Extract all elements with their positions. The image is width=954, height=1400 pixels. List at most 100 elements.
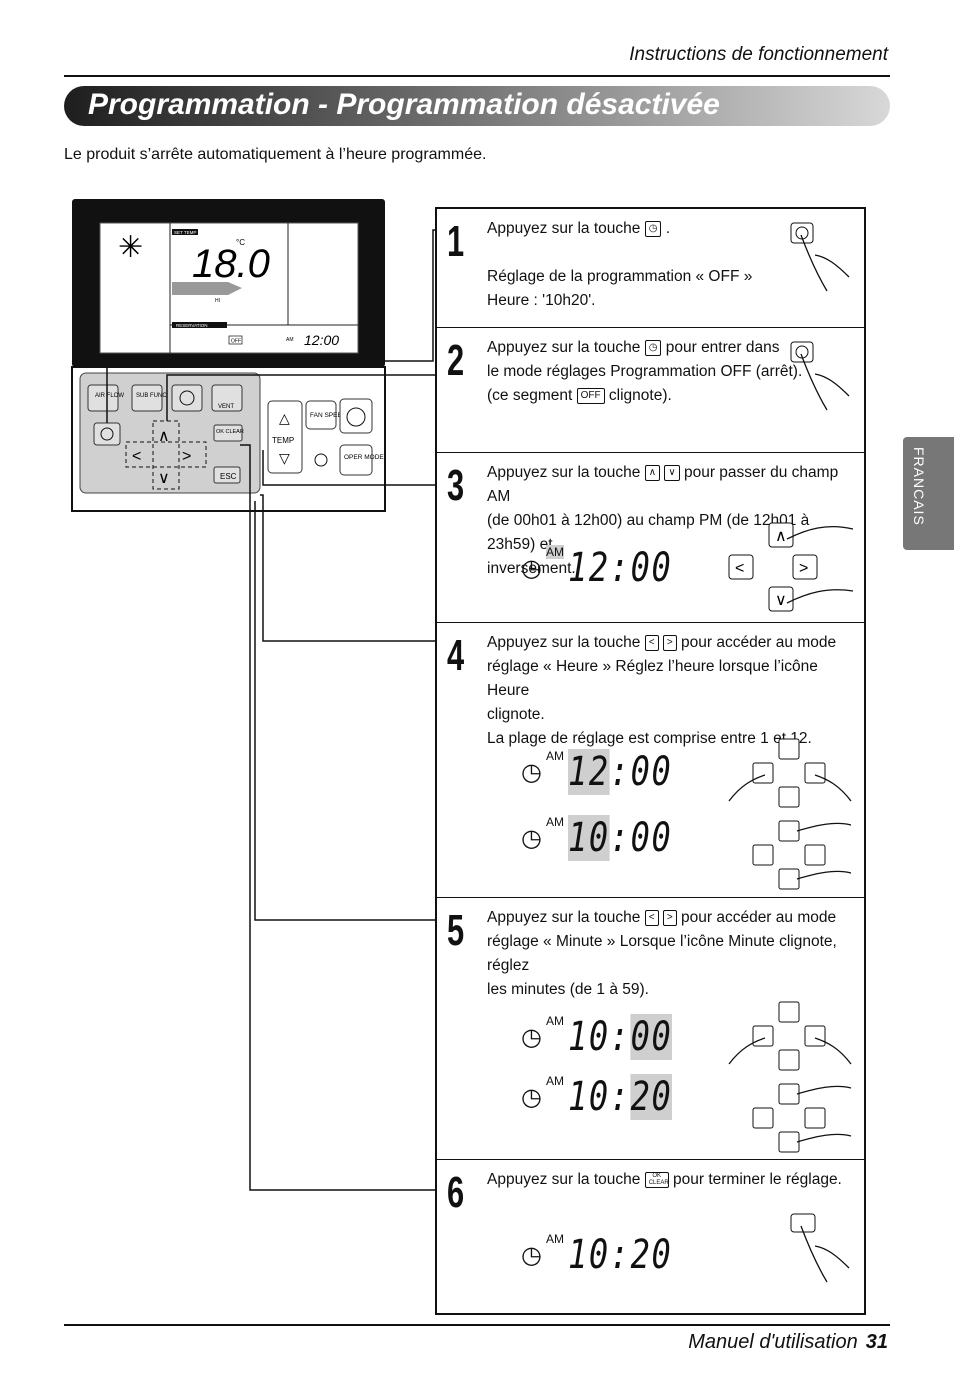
step-instruction: Appuyez sur la touche xyxy=(487,634,641,651)
down-arrow-icon: ∨ xyxy=(158,470,170,487)
step-detail: réglage « Heure » Réglez l’heure lorsque… xyxy=(487,658,818,699)
step-instruction-end: pour passer du champ AM xyxy=(487,464,839,505)
language-tab: FRANCAIS xyxy=(903,437,954,550)
step-instruction-end: pour entrer dans xyxy=(665,339,780,356)
manual-name: Manuel d'utilisation xyxy=(688,1331,858,1353)
step-text: Appuyez sur la touche ◷ . Réglage de la … xyxy=(487,217,857,313)
step-detail: les minutes (de 1 à 59). xyxy=(487,981,649,998)
lcd-reservation-label: RESERVATION xyxy=(176,323,208,328)
power-icon xyxy=(346,407,366,427)
arrow-keys-icon xyxy=(728,1001,852,1153)
hour-digits: 10 xyxy=(567,815,610,861)
step-instruction: Appuyez sur la touche xyxy=(487,464,641,481)
step-detail-end: clignote). xyxy=(608,387,672,404)
temp-button-label: TEMP xyxy=(272,436,294,445)
am-indicator: AM xyxy=(545,1232,564,1246)
step-detail: La plage de réglage est comprise entre 1… xyxy=(487,730,812,747)
time-display: ◷ AM 12:00 xyxy=(521,749,698,795)
am-indicator: AM xyxy=(545,1014,564,1028)
up-arrow-icon: ∧ xyxy=(158,428,170,445)
left-arrow-icon: < xyxy=(132,448,141,465)
svg-text:∧: ∧ xyxy=(775,528,787,545)
clock-icon: ◷ xyxy=(521,554,542,582)
gear-icon xyxy=(179,390,195,406)
step-6: 6 Appuyez sur la touche OK CLEAR pour te… xyxy=(437,1160,864,1315)
step-number: 6 xyxy=(447,1168,465,1217)
step-detail: le mode réglages Programmation OFF (arrê… xyxy=(487,363,803,380)
step-1: 1 Appuyez sur la touche ◷ . Réglage de l… xyxy=(437,209,864,328)
title-bar xyxy=(64,86,890,126)
am-indicator: AM xyxy=(545,749,564,763)
clock-icon: ◷ xyxy=(521,1023,542,1051)
oper-mode-button-label: OPER MODE xyxy=(344,454,384,461)
time-display: ◷ AM 1210:00 xyxy=(521,815,698,861)
step-detail: Heure : '10h20'. xyxy=(487,292,596,309)
airflow-button-label: AIR FLOW xyxy=(95,393,124,399)
step-text: Appuyez sur la touche ∧ ∨ pour passer du… xyxy=(487,461,857,581)
arrow-keys-icon: ∧ < > ∨ xyxy=(728,522,854,612)
step-instruction-end: pour accéder au mode xyxy=(681,909,837,926)
time-digits: 10:20 xyxy=(567,1232,673,1278)
hand-pressing-icon xyxy=(790,222,850,292)
am-indicator: AM xyxy=(545,815,564,829)
steps-panel: 1 Appuyez sur la touche ◷ . Réglage de l… xyxy=(435,207,866,1315)
step-2: 2 Appuyez sur la touche ◷ pour entrer da… xyxy=(437,328,864,453)
svg-text:∨: ∨ xyxy=(775,592,787,609)
step-instruction: Appuyez sur la touche xyxy=(487,909,641,926)
step-number: 2 xyxy=(447,336,465,385)
step-number: 5 xyxy=(447,906,465,955)
timer-icon xyxy=(100,427,114,441)
am-indicator: AM xyxy=(545,545,564,559)
page-number: 31 xyxy=(865,1331,888,1353)
ok-clear-button-label: OK CLEAR xyxy=(216,429,244,435)
hour-digits: 10: xyxy=(567,1074,631,1120)
clock-icon: ◷ xyxy=(521,1241,542,1269)
footer-divider xyxy=(64,1324,890,1326)
vent-button-label: VENT xyxy=(218,404,234,410)
snowflake-icon: ✳ xyxy=(118,231,143,264)
page-footer: Manuel d'utilisation 31 xyxy=(688,1331,888,1354)
step-detail: Réglage de la programmation « OFF » xyxy=(487,268,753,285)
hand-pressing-icon xyxy=(790,1213,850,1283)
step-text: Appuyez sur la touche OK CLEAR pour term… xyxy=(487,1168,857,1192)
time-digits: 12:00 xyxy=(567,545,673,591)
step-3: 3 Appuyez sur la touche ∧ ∨ pour passer … xyxy=(437,453,864,623)
clock-icon: ◷ xyxy=(521,1083,542,1111)
subfunc-button-label: SUB FUNC xyxy=(136,393,167,399)
step-instruction-end: pour accéder au mode xyxy=(681,634,837,651)
time-display: ◷ AM 10:00 xyxy=(521,1014,698,1060)
minute-digits: :00 xyxy=(609,749,673,795)
step-instruction-end: pour terminer le réglage. xyxy=(673,1171,842,1188)
timer-button-icon: ◷ xyxy=(644,220,662,237)
section-header: Instructions de fonctionnement xyxy=(629,44,888,65)
down-arrow-icon: ∨ xyxy=(664,464,680,481)
step-text: Appuyez sur la touche < > pour accéder a… xyxy=(487,906,857,1002)
am-indicator: AM xyxy=(545,1074,564,1088)
up-arrow-icon: ∧ xyxy=(644,464,661,481)
language-tab-label: FRANCAIS xyxy=(911,447,927,526)
step-detail: réglage « Minute » Lorsque l’icône Minut… xyxy=(487,933,837,974)
lcd-off-label: OFF xyxy=(231,339,241,345)
left-arrow-icon: < xyxy=(644,634,659,651)
svg-text:<: < xyxy=(735,560,744,577)
intro-text: Le produit s’arrête automatiquement à l’… xyxy=(64,146,487,163)
time-display: ◷ AM 10:20 xyxy=(521,1232,698,1278)
time-display: ◷ AM 12:00 xyxy=(521,545,698,591)
step-text: Appuyez sur la touche ◷ pour entrer dans… xyxy=(487,336,857,408)
step-5: 5 Appuyez sur la touche < > pour accéder… xyxy=(437,898,864,1160)
arrow-keys-icon xyxy=(728,738,852,890)
fan-speed-button-label: FAN SPEED xyxy=(310,412,347,419)
step-instruction: Appuyez sur la touche xyxy=(487,339,641,356)
minute-digits: :00 xyxy=(609,815,673,861)
ok-clear-key: OK CLEAR xyxy=(644,1171,669,1188)
header-divider xyxy=(64,75,890,77)
step-detail: (de 00h01 à 12h00) au champ PM (de 12h01… xyxy=(487,512,810,553)
step-instruction-end: . xyxy=(665,220,671,237)
lcd-unit: °C xyxy=(236,238,245,247)
step-detail: clignote. xyxy=(487,706,545,723)
step-4: 4 Appuyez sur la touche < > pour accéder… xyxy=(437,623,864,898)
svg-text:>: > xyxy=(799,560,808,577)
minute-digits: 00 xyxy=(630,1014,673,1060)
esc-button-label: ESC xyxy=(220,472,237,481)
lcd-time: 12:00 xyxy=(304,332,339,348)
